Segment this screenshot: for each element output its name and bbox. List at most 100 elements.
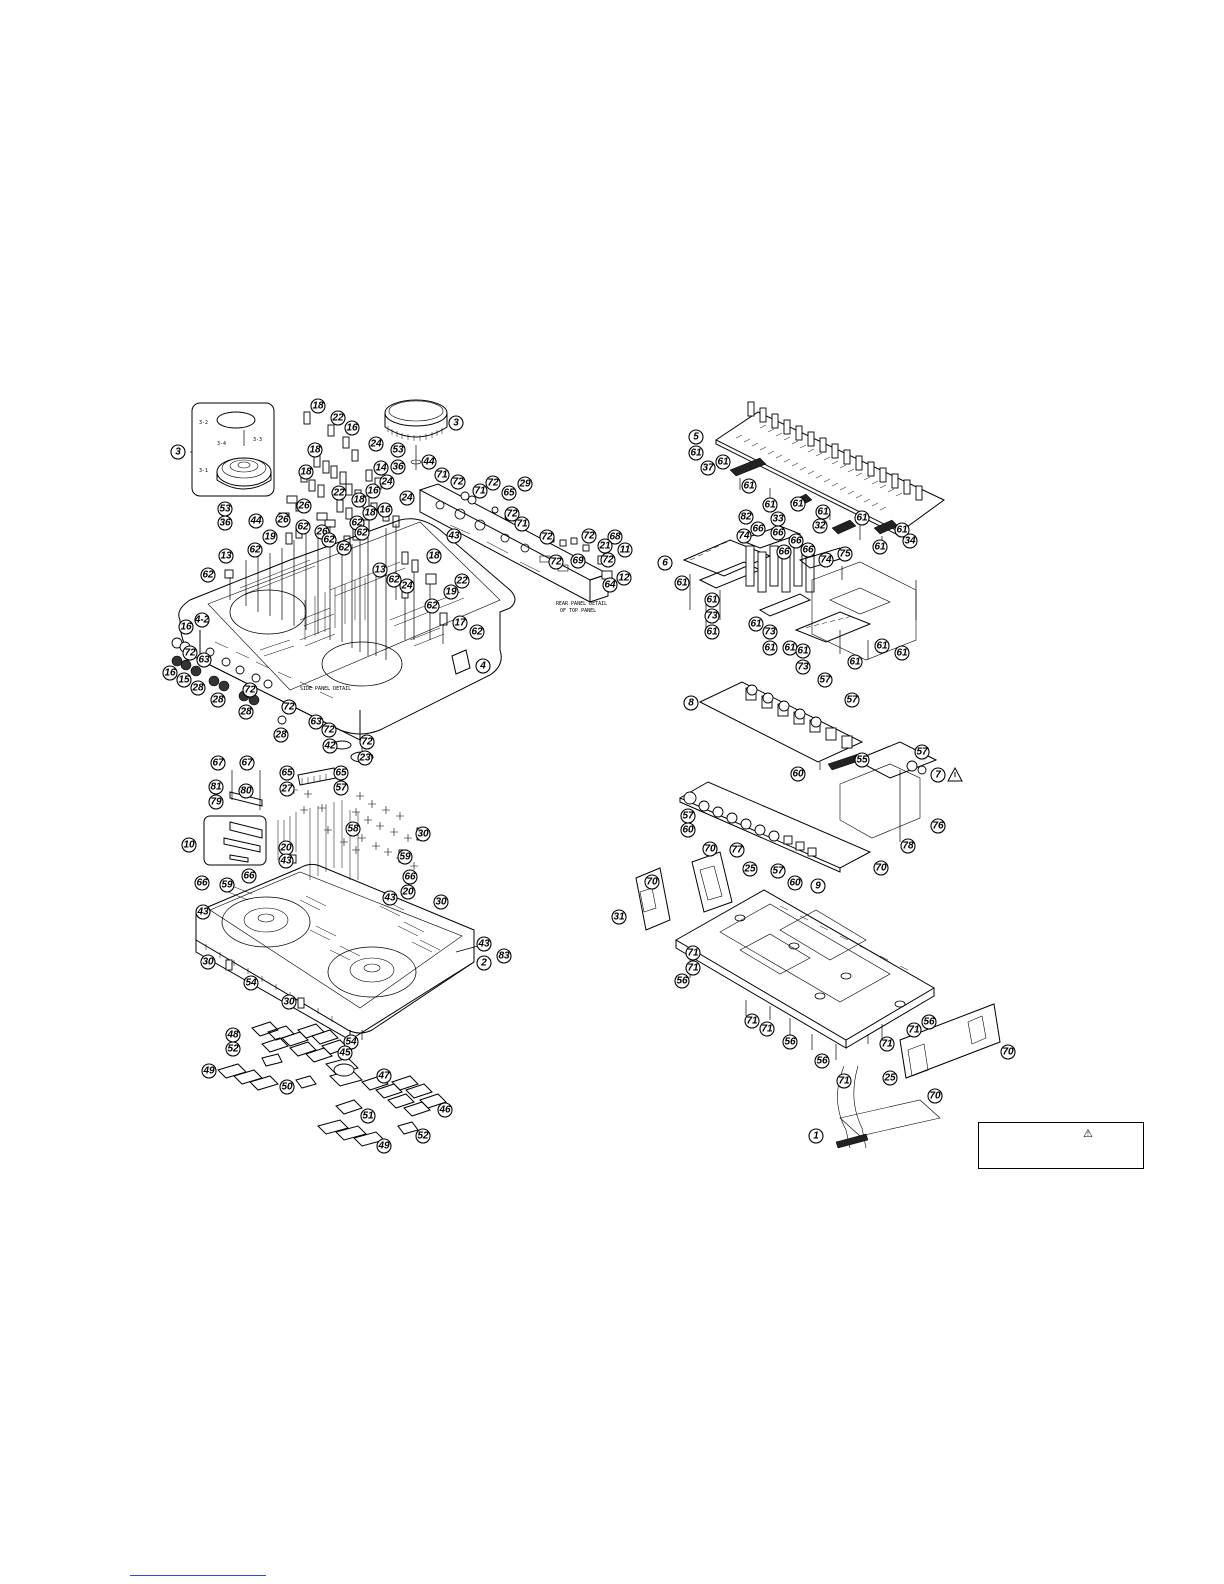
callout: 69 (570, 553, 586, 569)
callout: 66 (776, 544, 792, 560)
svg-text:18: 18 (312, 401, 324, 412)
svg-text:3-4: 3-4 (217, 441, 226, 447)
slider-inset-box (203, 815, 267, 866)
callout: 23 (357, 750, 373, 766)
callout: 74 (818, 552, 834, 568)
callout: 61 (674, 575, 690, 591)
callout: 20 (278, 840, 294, 856)
svg-text:71: 71 (516, 519, 528, 530)
svg-text:58: 58 (347, 824, 359, 835)
svg-text:80: 80 (240, 786, 252, 797)
svg-text:72: 72 (602, 555, 614, 566)
svg-text:22: 22 (331, 413, 344, 424)
svg-text:30: 30 (435, 897, 447, 908)
svg-text:70: 70 (875, 863, 887, 874)
callout: 18 (307, 442, 323, 458)
svg-text:71: 71 (474, 486, 486, 497)
callout: 61 (847, 654, 863, 670)
svg-text:26: 26 (315, 527, 328, 538)
svg-text:62: 62 (351, 518, 363, 529)
callout: 62 (469, 624, 485, 640)
callout: 57 (680, 808, 696, 824)
callout: 72 (600, 552, 616, 568)
svg-text:24: 24 (369, 439, 382, 450)
svg-text:60: 60 (789, 878, 801, 889)
callout: 72 (581, 528, 597, 544)
svg-text:16: 16 (346, 423, 358, 434)
pcb-assembly (678, 401, 945, 873)
callout: 71 (472, 483, 488, 499)
callout: 27 (279, 781, 295, 797)
svg-text:61: 61 (690, 448, 702, 459)
callout: 42 (322, 738, 338, 754)
svg-text:62: 62 (297, 522, 309, 533)
svg-text:13: 13 (220, 551, 232, 562)
callout: 62 (354, 525, 370, 541)
callout: 57 (817, 672, 833, 688)
svg-text:16: 16 (367, 486, 379, 497)
svg-text:44: 44 (249, 516, 262, 527)
svg-text:61: 61 (792, 499, 804, 510)
callout: 55 (854, 752, 870, 768)
callout: 3 (170, 444, 186, 460)
svg-text:62: 62 (426, 601, 438, 612)
callout: 18 (426, 548, 442, 564)
callout: 20 (400, 884, 416, 900)
callout: 22 (454, 573, 470, 589)
svg-text:67: 67 (212, 758, 224, 769)
callout: 58 (345, 821, 361, 837)
svg-text:3-3: 3-3 (253, 437, 262, 443)
callout: 72 (504, 506, 520, 522)
callout: 18 (362, 505, 378, 521)
svg-text:63: 63 (198, 655, 210, 666)
callout: 16 (377, 502, 393, 518)
svg-text:16: 16 (379, 505, 391, 516)
callout: 16 (162, 665, 178, 681)
svg-text:11: 11 (620, 545, 631, 556)
callout: 13 (372, 562, 388, 578)
svg-text:61: 61 (817, 507, 829, 518)
svg-text:54: 54 (245, 978, 257, 989)
callout: 45 (337, 1045, 353, 1061)
callout: 60 (680, 822, 696, 838)
callout: 48 (225, 1027, 241, 1043)
callout: 62 (321, 532, 337, 548)
callout: 72 (485, 475, 501, 491)
svg-text:71: 71 (687, 948, 699, 959)
inset-labels: 3-2 3-4 3-3 3-1 (199, 420, 262, 474)
svg-text:47: 47 (377, 1071, 390, 1082)
callout: 24 (368, 436, 384, 452)
callout: 72 (242, 682, 258, 698)
callout: 66 (788, 533, 804, 549)
svg-text:57: 57 (916, 747, 928, 758)
callout: 71 (879, 1036, 895, 1052)
svg-text:21: 21 (598, 541, 611, 552)
svg-text:72: 72 (361, 737, 373, 748)
svg-text:64: 64 (604, 580, 616, 591)
svg-text:16: 16 (164, 668, 176, 679)
callout: 32 (812, 518, 828, 534)
svg-text:57: 57 (819, 675, 831, 686)
svg-text:62: 62 (338, 543, 350, 554)
svg-text:62: 62 (202, 570, 214, 581)
svg-text:73: 73 (764, 627, 776, 638)
callout: 79 (208, 794, 224, 810)
callout: 63 (308, 714, 324, 730)
callout: 83 (496, 948, 512, 964)
callout: 71 (685, 945, 701, 961)
callout: 66 (800, 542, 816, 558)
svg-text:53: 53 (219, 504, 231, 515)
callout: 61 (872, 539, 888, 555)
callout: 30 (281, 994, 297, 1010)
svg-text:70: 70 (1002, 1047, 1014, 1058)
bottom-chassis-assembly (195, 767, 479, 1147)
callout: 56 (921, 1014, 937, 1030)
svg-text:62: 62 (471, 627, 483, 638)
callout: 59 (219, 877, 235, 893)
callout: 25 (882, 1070, 898, 1086)
callout: 4 (475, 658, 491, 674)
callout: 11 (617, 542, 633, 558)
callouts-left-top: 3 3 53 36 44 53 36 44 18 22 16 24 18 18 … (162, 398, 633, 766)
callout: 78 (900, 838, 916, 854)
svg-text:71: 71 (761, 1024, 773, 1035)
